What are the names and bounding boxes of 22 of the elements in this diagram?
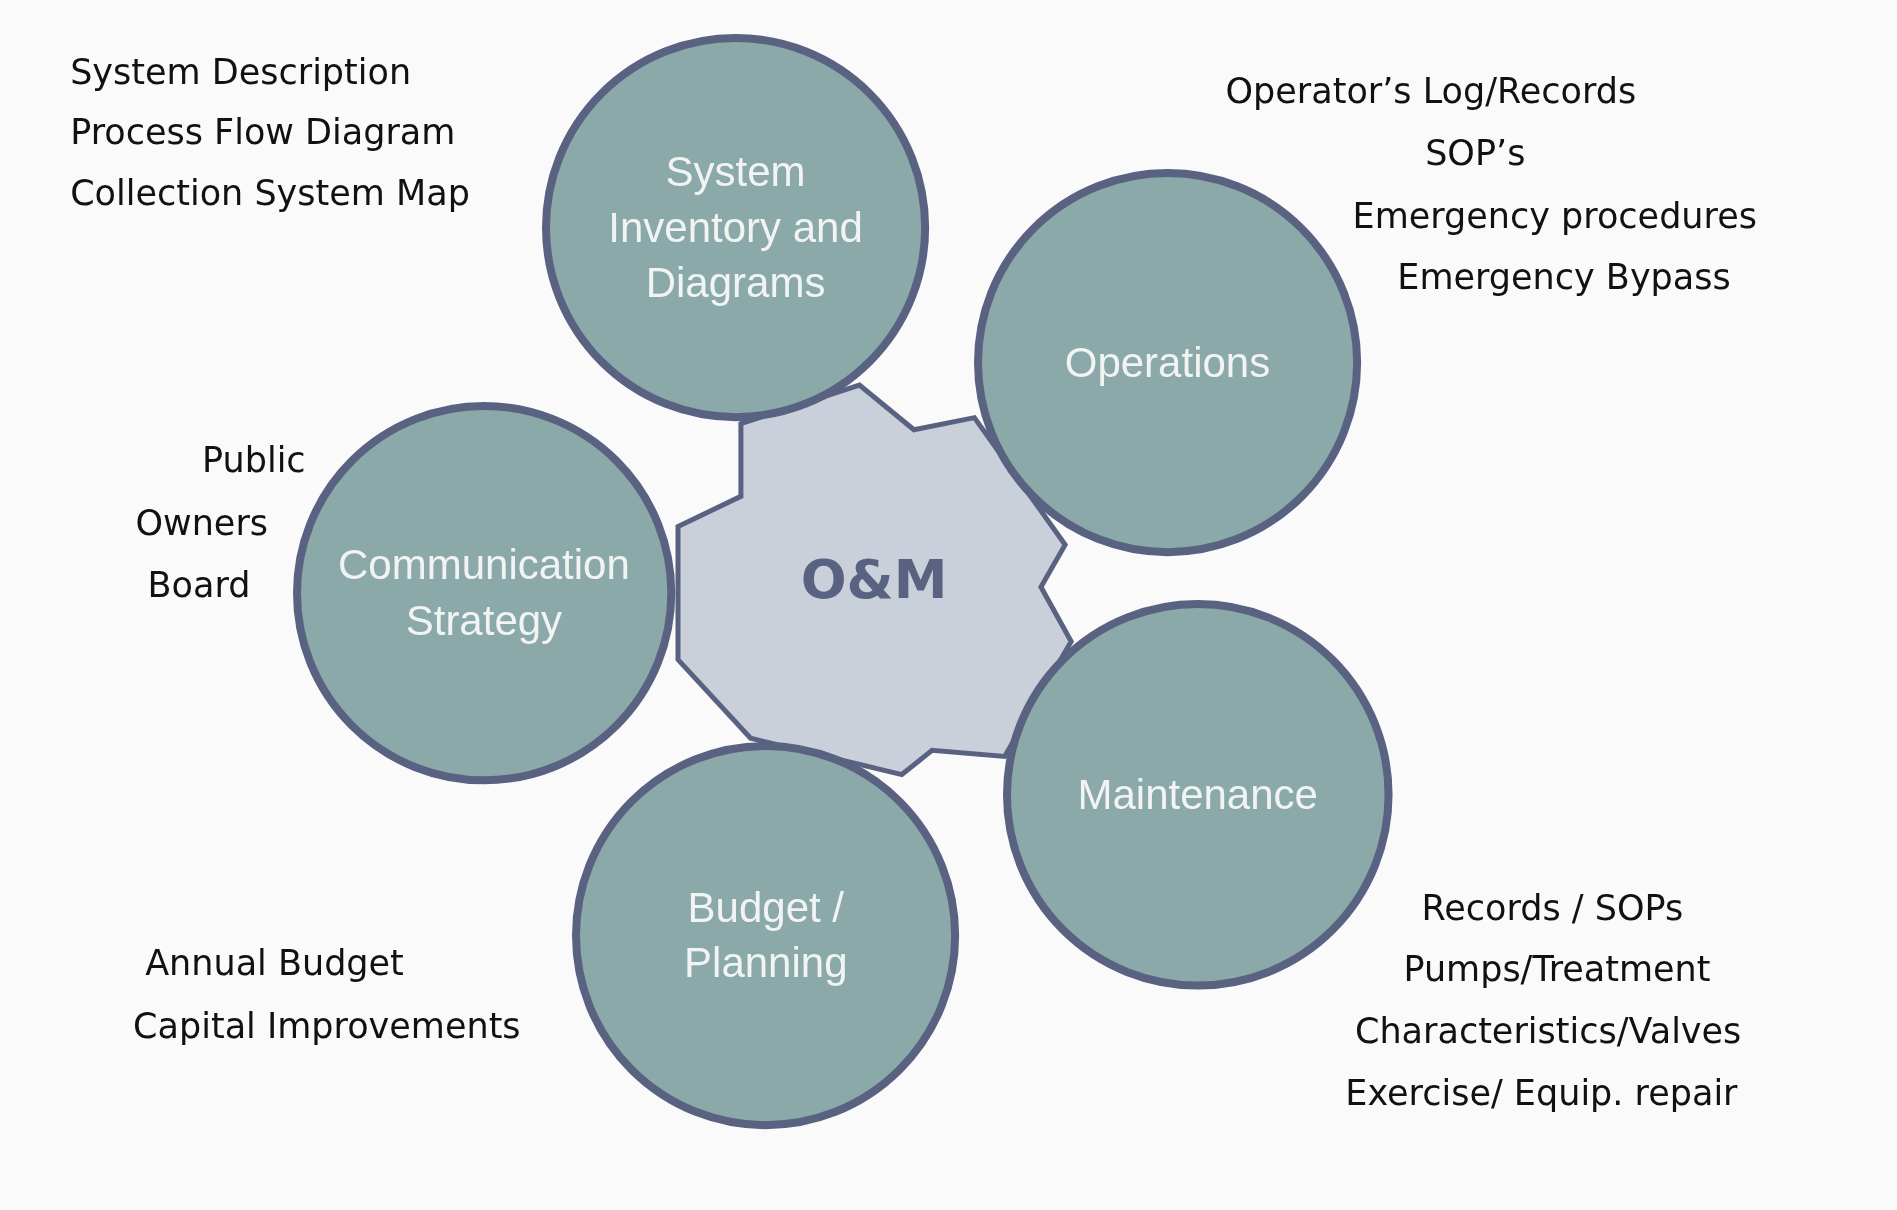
circle-label: Operations — [1064, 338, 1271, 389]
side-note: Exercise/ Equip. repair — [1345, 1075, 1738, 1111]
side-note: System Description — [70, 54, 412, 90]
side-note: Owners — [135, 505, 268, 541]
circle-label: System Inventory and Diagrams — [607, 147, 864, 309]
circle-label: Communication Strategy — [338, 540, 630, 646]
side-note: Pumps/Treatment — [1403, 952, 1711, 988]
circle-label: Budget / Planning — [683, 882, 849, 989]
side-note: Collection System Map — [70, 175, 470, 211]
side-note: Emergency Bypass — [1397, 260, 1731, 296]
side-note: Public — [202, 442, 306, 478]
side-note: Annual Budget — [145, 946, 404, 982]
side-note: Emergency procedures — [1352, 198, 1757, 234]
side-note: Records / SOPs — [1421, 890, 1684, 926]
circle-label: Maintenance — [1077, 770, 1318, 821]
hub-label: O&M — [800, 546, 948, 613]
side-note: Characteristics/Valves — [1355, 1013, 1742, 1049]
side-note: Capital Improvements — [133, 1009, 521, 1045]
side-note: Board — [147, 567, 251, 603]
side-note: Operator’s Log/Records — [1225, 73, 1637, 109]
side-note: SOP’s — [1425, 135, 1526, 171]
side-note: Process Flow Diagram — [70, 115, 456, 151]
